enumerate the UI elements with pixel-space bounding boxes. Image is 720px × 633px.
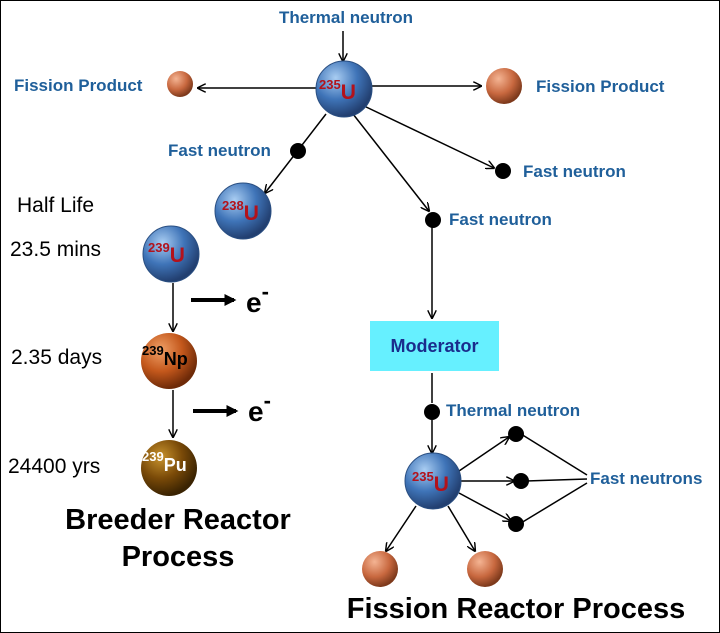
pu239-mass: 239 <box>142 449 164 464</box>
fast-neutron-label-left: Fast neutron <box>168 141 271 160</box>
arrow-fast-neutron-top <box>458 437 509 472</box>
thermal-neutron-bottom-label: Thermal neutron <box>446 401 580 420</box>
u238-label: 238U <box>222 198 259 225</box>
electron-label-2: e- <box>248 388 271 427</box>
electron-symbol-1: e <box>246 287 262 318</box>
u238-symbol: U <box>244 202 259 225</box>
breeder-title-line2: Process <box>122 541 235 573</box>
pu239-label: 239Pu <box>142 449 187 475</box>
fission-product-right-label: Fission Product <box>536 77 665 96</box>
fast-neutron-dot-right <box>495 163 511 179</box>
half-life-pu239: 24400 yrs <box>8 455 100 478</box>
fast-neutron-dot-c <box>508 516 524 532</box>
fast-neutron-dot-left <box>290 143 306 159</box>
np239-mass: 239 <box>142 343 164 358</box>
fission-product-left-label: Fission Product <box>14 76 143 95</box>
half-life-np239: 2.35 days <box>11 346 102 369</box>
np239-sphere <box>141 333 197 389</box>
u239-mass: 239 <box>148 240 170 255</box>
fast-neutron-dot-middle <box>425 212 441 228</box>
u235-top-sphere <box>315 60 373 118</box>
u238-sphere <box>214 182 272 240</box>
bracket-line-bottom <box>520 482 588 524</box>
arrow-to-fast-neutron-middle <box>352 113 429 211</box>
fast-neutron-label-right: Fast neutron <box>523 162 626 181</box>
arrow-to-fission-product-bottom-left <box>386 505 417 551</box>
u235-top-label: 235U <box>319 77 356 104</box>
electron-symbol-2: e <box>248 396 264 427</box>
arrow-to-fission-product-bottom-right <box>447 505 475 551</box>
fast-neutrons-label: Fast neutrons <box>590 469 702 488</box>
u238-mass: 238 <box>222 198 244 213</box>
moderator-box: Moderator <box>370 321 499 371</box>
fast-neutron-label-middle: Fast neutron <box>449 210 552 229</box>
fast-neutron-dot-a <box>508 426 524 442</box>
u235-top-mass: 235 <box>319 77 341 92</box>
u239-sphere <box>142 225 200 283</box>
u239-label: 239U <box>148 240 185 267</box>
u235-bottom-mass: 235 <box>412 469 434 484</box>
moderator-label: Moderator <box>390 335 479 356</box>
u235-bottom-symbol: U <box>434 473 449 496</box>
arrow-to-fast-neutron-right <box>361 104 494 168</box>
u235-bottom-sphere <box>404 452 462 510</box>
fission-product-bottom-right-sphere <box>467 551 503 587</box>
u239-symbol: U <box>170 244 185 267</box>
u235-bottom-label: 235U <box>412 469 449 496</box>
np239-label: 239Np <box>142 343 188 369</box>
fission-product-left-sphere <box>167 71 193 97</box>
u235-top-symbol: U <box>341 81 356 104</box>
electron-superscript-2: - <box>264 388 271 413</box>
half-life-u239: 23.5 mins <box>10 238 101 261</box>
thermal-neutron-dot <box>424 404 440 420</box>
thermal-neutron-label: Thermal neutron <box>279 8 413 27</box>
fast-neutron-dot-b <box>513 473 529 489</box>
bracket-line-top <box>520 433 588 476</box>
electron-superscript-1: - <box>262 279 269 304</box>
electron-label-1: e- <box>246 279 269 318</box>
half-life-heading: Half Life <box>17 194 94 217</box>
fission-product-right-sphere <box>486 68 522 104</box>
fission-title: Fission Reactor Process <box>347 593 685 625</box>
np239-symbol: Np <box>164 349 188 369</box>
breeder-title-line1: Breeder Reactor <box>65 504 291 536</box>
pu239-sphere <box>141 440 197 496</box>
pu239-symbol: Pu <box>164 455 187 475</box>
arrow-fast-neutron-bottom <box>458 492 511 521</box>
bracket-line-middle <box>525 478 588 482</box>
fission-product-bottom-left-sphere <box>362 551 398 587</box>
